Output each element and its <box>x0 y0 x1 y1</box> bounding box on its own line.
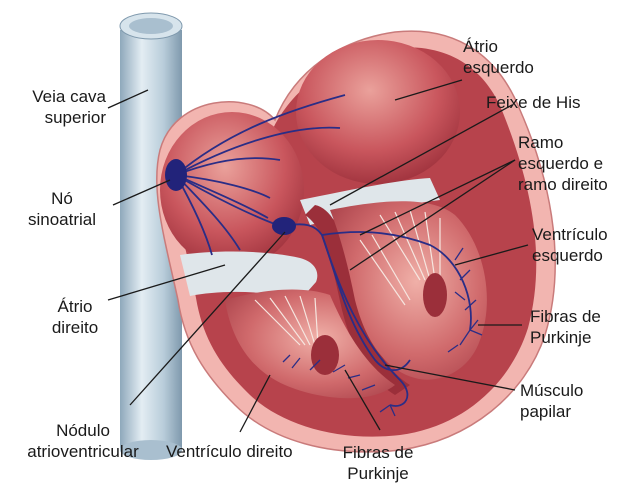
label-line: Ramo <box>518 132 608 153</box>
papillary-muscle <box>423 273 447 317</box>
label-line: ramo direito <box>518 174 608 195</box>
label-line: sinoatrial <box>14 209 110 230</box>
label-fibras-purkinje-bottom: Fibras de Purkinje <box>330 442 426 484</box>
label-nodulo-atrioventricular: Nódulo atrioventricular <box>8 420 158 462</box>
left-atrium <box>296 40 460 184</box>
label-line: esquerdo <box>532 245 608 266</box>
label-line: Átrio <box>463 36 534 57</box>
label-ventriculo-esquerdo: Ventrículo esquerdo <box>532 224 608 266</box>
label-line: atrioventricular <box>8 441 158 462</box>
label-line: Fibras de <box>330 442 426 463</box>
label-veia-cava-superior: Veia cava superior <box>4 86 106 128</box>
right-atrium <box>160 112 304 268</box>
label-fibras-purkinje-right: Fibras de Purkinje <box>530 306 601 348</box>
label-line: papilar <box>520 401 583 422</box>
label-line: Músculo <box>520 380 583 401</box>
label-line: superior <box>4 107 106 128</box>
label-musculo-papilar: Músculo papilar <box>520 380 583 422</box>
label-line: esquerdo <box>463 57 534 78</box>
label-ramo-esquerdo-e-direito: Ramo esquerdo e ramo direito <box>518 132 608 195</box>
sinoatrial-node <box>165 159 187 191</box>
label-feixe-de-his: Feixe de His <box>486 92 580 113</box>
label-line: Nó <box>14 188 110 209</box>
papillary-muscle <box>311 335 339 375</box>
label-line: Fibras de <box>530 306 601 327</box>
label-line: direito <box>40 317 110 338</box>
label-line: Feixe de His <box>486 92 580 113</box>
label-line: esquerdo e <box>518 153 608 174</box>
label-ventriculo-direito: Ventrículo direito <box>166 441 293 462</box>
label-line: Ventrículo direito <box>166 441 293 462</box>
label-line: Nódulo <box>8 420 158 441</box>
label-atrio-direito: Átrio direito <box>40 296 110 338</box>
label-no-sinoatrial: Nó sinoatrial <box>14 188 110 230</box>
label-line: Purkinje <box>530 327 601 348</box>
label-line: Veia cava <box>4 86 106 107</box>
label-line: Purkinje <box>330 463 426 484</box>
label-line: Átrio <box>40 296 110 317</box>
label-line: Ventrículo <box>532 224 608 245</box>
label-atrio-esquerdo: Átrio esquerdo <box>463 36 534 78</box>
